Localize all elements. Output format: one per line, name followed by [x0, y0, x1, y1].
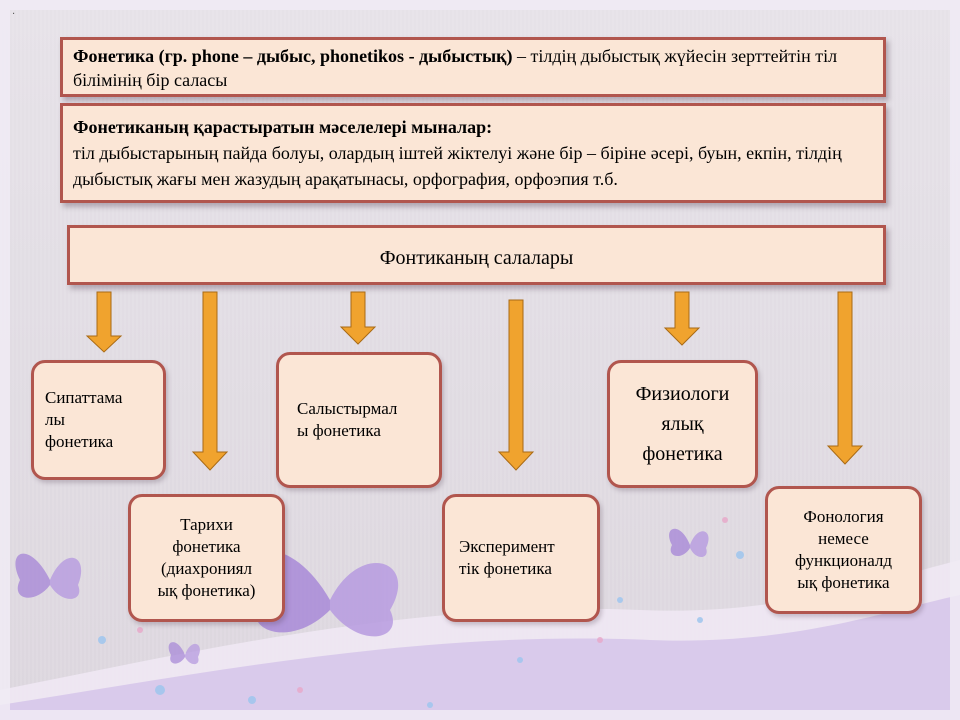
node-label: Эксперимент тік фонетика	[459, 537, 555, 578]
node-label: Сипаттама лы фонетика	[45, 388, 123, 451]
arrow-to-comparative	[339, 291, 377, 345]
issues-box: Фонетиканың қарастыратын мәселелері мына…	[60, 103, 886, 203]
branches-title-box: Фонтиканың салалары	[67, 225, 886, 285]
node-historical-phonetics: Тарихи фонетика (диахрониял ық фонетика)	[128, 494, 285, 622]
definition-box: Фонетика (гр. phone – дыбыс, phonetikos …	[60, 37, 886, 97]
node-label: Физиологи ялық фонетика	[635, 383, 730, 465]
arrow-to-physiological	[663, 291, 701, 346]
issues-body: тіл дыбыстарының пайда болуы, олардың іш…	[73, 143, 842, 189]
wave-ribbon	[0, 595, 960, 720]
node-phonology: Фонология немесе функционалд ық фонетика	[765, 486, 922, 614]
butterfly-left-icon	[15, 553, 82, 599]
node-label: Тарихи фонетика (диахрониял ық фонетика)	[157, 515, 256, 600]
definition-text: – тілдің дыбыстық жүйесін зерттейтін тіл…	[73, 46, 838, 90]
flower-dots	[98, 551, 744, 708]
definition-term: Фонетика (гр. phone – дыбыс, phonetikos …	[73, 46, 513, 66]
flower-dots-pink	[137, 517, 728, 693]
arrow-to-descriptive	[85, 291, 123, 353]
node-experimental-phonetics: Эксперимент тік фонетика	[442, 494, 600, 622]
node-physiological-phonetics: Физиологи ялық фонетика	[607, 360, 758, 488]
node-descriptive-phonetics: Сипаттама лы фонетика	[31, 360, 166, 480]
issues-heading: Фонетиканың қарастыратын мәселелері мына…	[73, 117, 493, 137]
branches-title: Фонтиканың салалары	[379, 247, 574, 269]
arrow-to-historical	[191, 291, 229, 471]
node-label: Салыстырмал ы фонетика	[297, 399, 398, 440]
corner-mark: .	[12, 6, 16, 17]
arrow-to-experimental	[497, 299, 535, 471]
node-comparative-phonetics: Салыстырмал ы фонетика	[276, 352, 442, 488]
node-label: Фонология немесе функционалд ық фонетика	[794, 507, 893, 592]
butterfly-small-icon	[669, 528, 709, 558]
butterfly-tiny-icon	[168, 642, 200, 665]
arrow-to-phonology	[826, 291, 864, 465]
